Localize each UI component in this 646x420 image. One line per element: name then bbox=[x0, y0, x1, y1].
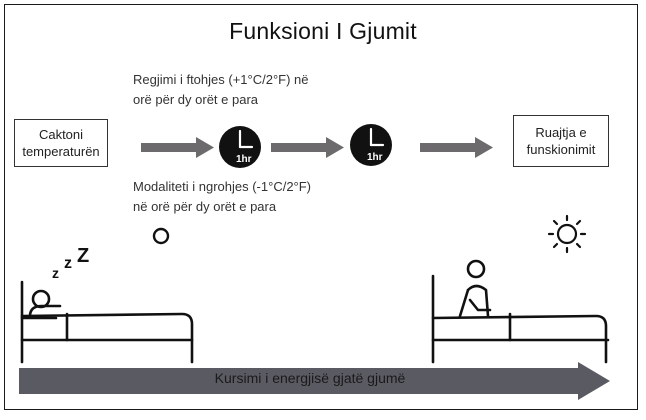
heating-note-line2: në orë për dy orët e para bbox=[133, 199, 277, 214]
end-box-line1: Ruajtja e bbox=[535, 125, 587, 140]
diagram-frame bbox=[4, 4, 638, 410]
flow-arrow-3 bbox=[420, 137, 493, 158]
cooling-note-line2: orë për dy orët e para bbox=[133, 92, 259, 107]
sleeping-person-icon bbox=[20, 280, 194, 364]
heating-note-line1: Modaliteti i ngrohjes (-1°C/2°F) bbox=[133, 179, 312, 194]
cooling-mode-note: Regjimi i ftohjes (+1°C/2°F) në orë për … bbox=[133, 70, 309, 110]
sleep-z-icon: z bbox=[52, 265, 59, 281]
heating-mode-note: Modaliteti i ngrohjes (-1°C/2°F) në orë … bbox=[133, 177, 311, 217]
clock-label: 1hr bbox=[236, 154, 252, 165]
clock-icon: 1hr bbox=[219, 126, 261, 168]
flow-arrow-1 bbox=[141, 137, 214, 158]
start-box-line2: temperaturën bbox=[22, 144, 100, 159]
flow-arrow-2 bbox=[271, 137, 344, 158]
sun-icon bbox=[547, 214, 587, 254]
clock-icon: 1hr bbox=[350, 124, 392, 166]
cooling-note-line1: Regjimi i ftohjes (+1°C/2°F) në bbox=[133, 72, 309, 87]
sleep-z-icon: z bbox=[64, 255, 72, 272]
energy-saving-arrow bbox=[19, 362, 610, 400]
clock-label: 1hr bbox=[367, 152, 383, 163]
moon-icon bbox=[152, 227, 170, 245]
maintain-operation-box: Ruajtja e funskionimit bbox=[513, 115, 609, 167]
energy-saving-label: Kursimi i energjisë gjatë gjumë bbox=[214, 370, 406, 386]
awake-person-icon bbox=[431, 259, 610, 364]
set-temperature-box: Caktoni temperaturën bbox=[14, 119, 108, 167]
start-box-line1: Caktoni bbox=[38, 127, 84, 142]
end-box-line2: funskionimit bbox=[526, 142, 596, 157]
sleep-z-icon: Z bbox=[77, 245, 89, 267]
diagram-title: Funksioni I Gjumit bbox=[229, 18, 417, 44]
